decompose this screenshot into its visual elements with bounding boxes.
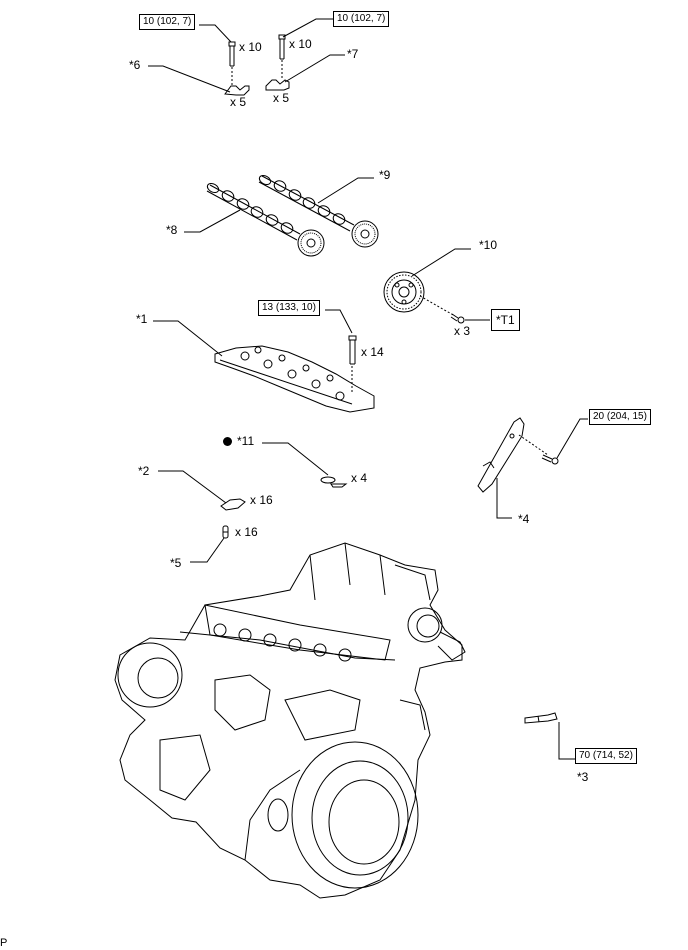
guide-bolt-icon (542, 455, 558, 464)
leader-t1 (199, 25, 231, 42)
quantity-label: x 10 (239, 40, 262, 54)
callout-1: *1 (136, 312, 148, 326)
gasket-icon (321, 477, 346, 487)
camshaft-housing-icon (215, 346, 374, 412)
chain-guide-icon (478, 418, 524, 492)
callout-8: *8 (166, 223, 178, 237)
leader-t4 (557, 419, 588, 458)
callout-10: *10 (479, 238, 498, 252)
callout-7: *7 (347, 47, 359, 61)
leader-c6 (148, 66, 230, 92)
dash-sprocket (420, 296, 455, 316)
quantity-label: x 4 (351, 471, 368, 485)
lash-adjuster-icon (223, 526, 228, 538)
quantity-label: x 5 (273, 91, 290, 105)
torque-spec-box: 13 (133, 10) (258, 300, 320, 316)
bearing-cap-right-icon (266, 80, 289, 90)
rocker-arm-icon (221, 499, 245, 510)
leader-c11 (262, 443, 328, 475)
leader-c10 (412, 249, 471, 276)
camshaft-8-icon (206, 182, 324, 256)
replace-part-marker-icon (223, 437, 232, 446)
leader-c9 (318, 178, 374, 203)
callout-11: *11 (237, 434, 255, 448)
torque-spec-box: 10 (102, 7) (139, 14, 196, 30)
callout-5: *5 (170, 556, 182, 570)
leader-t2 (283, 19, 333, 37)
bolt-cap-right-icon (279, 35, 285, 59)
leader-c7 (285, 55, 345, 82)
housing-bolt-icon (349, 336, 356, 364)
leader-c8 (184, 210, 240, 232)
torque-spec-box: 70 (714, 52) (575, 748, 637, 764)
torque-spec-box: 10 (102, 7) (333, 11, 390, 27)
quantity-label: x 10 (289, 37, 312, 51)
bolt-cap-left-icon (229, 42, 235, 66)
leader-c4 (497, 478, 512, 518)
quantity-label: x 16 (250, 493, 273, 507)
engine-assembly-icon (115, 543, 465, 898)
quantity-label: x 14 (361, 345, 384, 359)
callout-6: *6 (129, 58, 141, 72)
tool-callout-box: *T1 (491, 309, 520, 331)
leader-c5 (190, 538, 224, 562)
leader-c1 (153, 321, 222, 356)
leader-t5 (559, 722, 575, 759)
figure-code: P (0, 937, 8, 949)
quantity-label: x 5 (230, 95, 247, 109)
quantity-label: x 16 (235, 525, 258, 539)
dash-guide (519, 435, 548, 455)
torque-spec-box: 20 (204, 15) (589, 409, 651, 425)
bearing-cap-left-icon (225, 86, 249, 95)
callout-3: *3 (577, 770, 589, 784)
camshaft-9-icon (258, 174, 378, 247)
leader-c2 (158, 471, 226, 503)
callout-2: *2 (138, 464, 150, 478)
callout-9: *9 (379, 168, 391, 182)
sprocket-bolt-icon (451, 314, 464, 323)
leader-t3 (325, 310, 352, 333)
camshaft-sprocket-icon (384, 272, 424, 312)
quantity-label: x 3 (454, 324, 471, 338)
callout-4: *4 (518, 512, 530, 526)
stud-bolt-icon (525, 713, 557, 723)
